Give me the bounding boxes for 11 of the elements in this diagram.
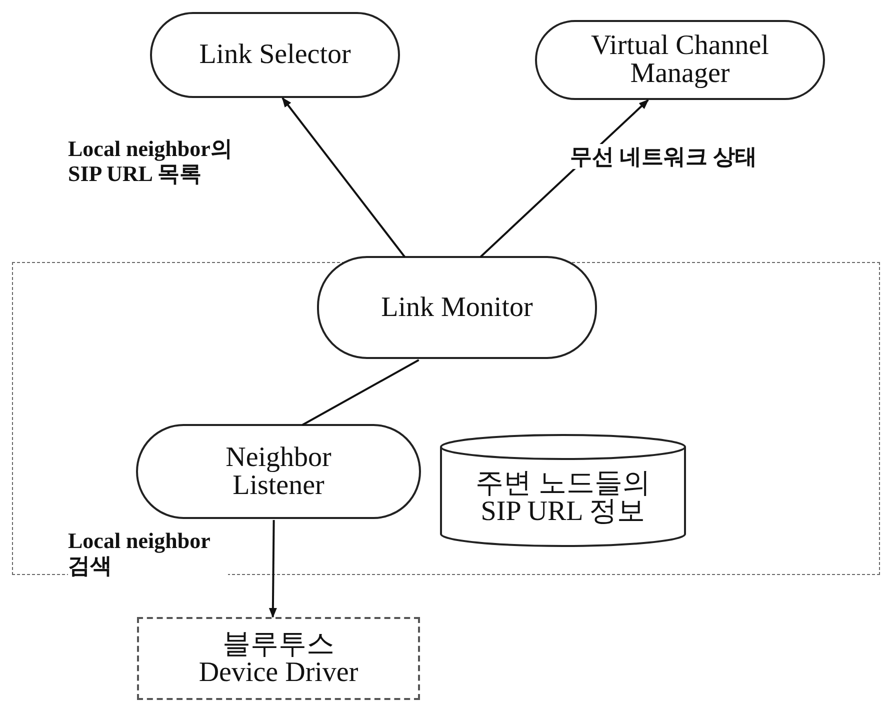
node-label: Neighbor Listener (224, 444, 332, 500)
node-label: Virtual Channel Manager (590, 32, 770, 88)
arrow (282, 97, 406, 258)
database-cylinder (440, 435, 686, 546)
node-label: Link Selector (198, 41, 352, 69)
node-label: Link Monitor (380, 294, 534, 322)
connector-line (302, 359, 420, 426)
arrow (268, 520, 277, 618)
node-label: 블루투스 Device Driver (198, 630, 360, 686)
device-box (137, 617, 420, 700)
node-label: 주변 노드들의 SIP URL 정보 (474, 470, 652, 526)
